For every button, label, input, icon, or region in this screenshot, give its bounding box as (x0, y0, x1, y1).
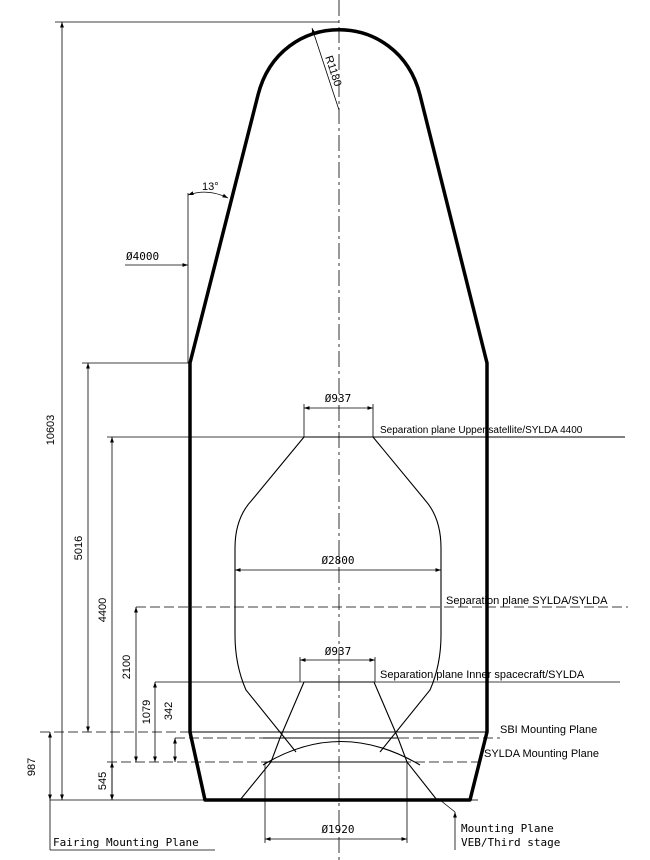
dia-inner-label: Ø937 (325, 645, 352, 658)
dim-4400-label: 4400 (97, 598, 109, 622)
angle-arc (187, 191, 229, 199)
radius-leader (311, 27, 340, 111)
fairing-mount-label: Fairing Mounting Plane (53, 836, 199, 849)
radius-label: R1180 (322, 54, 343, 88)
plane-upper-label: Separation plane Upper satellite/SYLDA 4… (380, 425, 583, 436)
dim-545-label: 545 (97, 772, 109, 790)
dia-fairing-label: Ø4000 (126, 250, 159, 263)
sbi-mount-label: SBI Mounting Plane (500, 724, 597, 736)
sylda-dome (262, 740, 421, 766)
sylda-mount-label: SYLDA Mounting Plane (484, 748, 599, 760)
dim-5016-label: 5016 (73, 536, 85, 560)
veb-label-line1: Mounting Plane (461, 822, 554, 835)
plane-inner-label: Separation plane Inner spacecraft/SYLDA (380, 669, 585, 681)
plane-sylda-sylda-label: Separation plane SYLDA/SYLDA (446, 595, 608, 607)
dim-2100-label: 2100 (121, 655, 133, 679)
sylda-upper-outline-left (234, 436, 305, 753)
dia-base-label: Ø1920 (321, 823, 354, 836)
angle-label: 13° (202, 181, 219, 193)
fairing-outline (188, 28, 489, 802)
dim-total-label: 10603 (45, 415, 57, 446)
veb-leader-diag (439, 799, 456, 813)
dim-1079-label: 1079 (141, 700, 153, 724)
dia-top-label: Ø937 (325, 392, 352, 405)
veb-label-line2: VEB/Third stage (461, 836, 560, 849)
dim-342-label: 342 (163, 702, 175, 720)
sylda-upper-outline (304, 436, 442, 753)
dim-987-label: 987 (26, 758, 38, 776)
dia-sylda-label: Ø2800 (321, 554, 354, 567)
